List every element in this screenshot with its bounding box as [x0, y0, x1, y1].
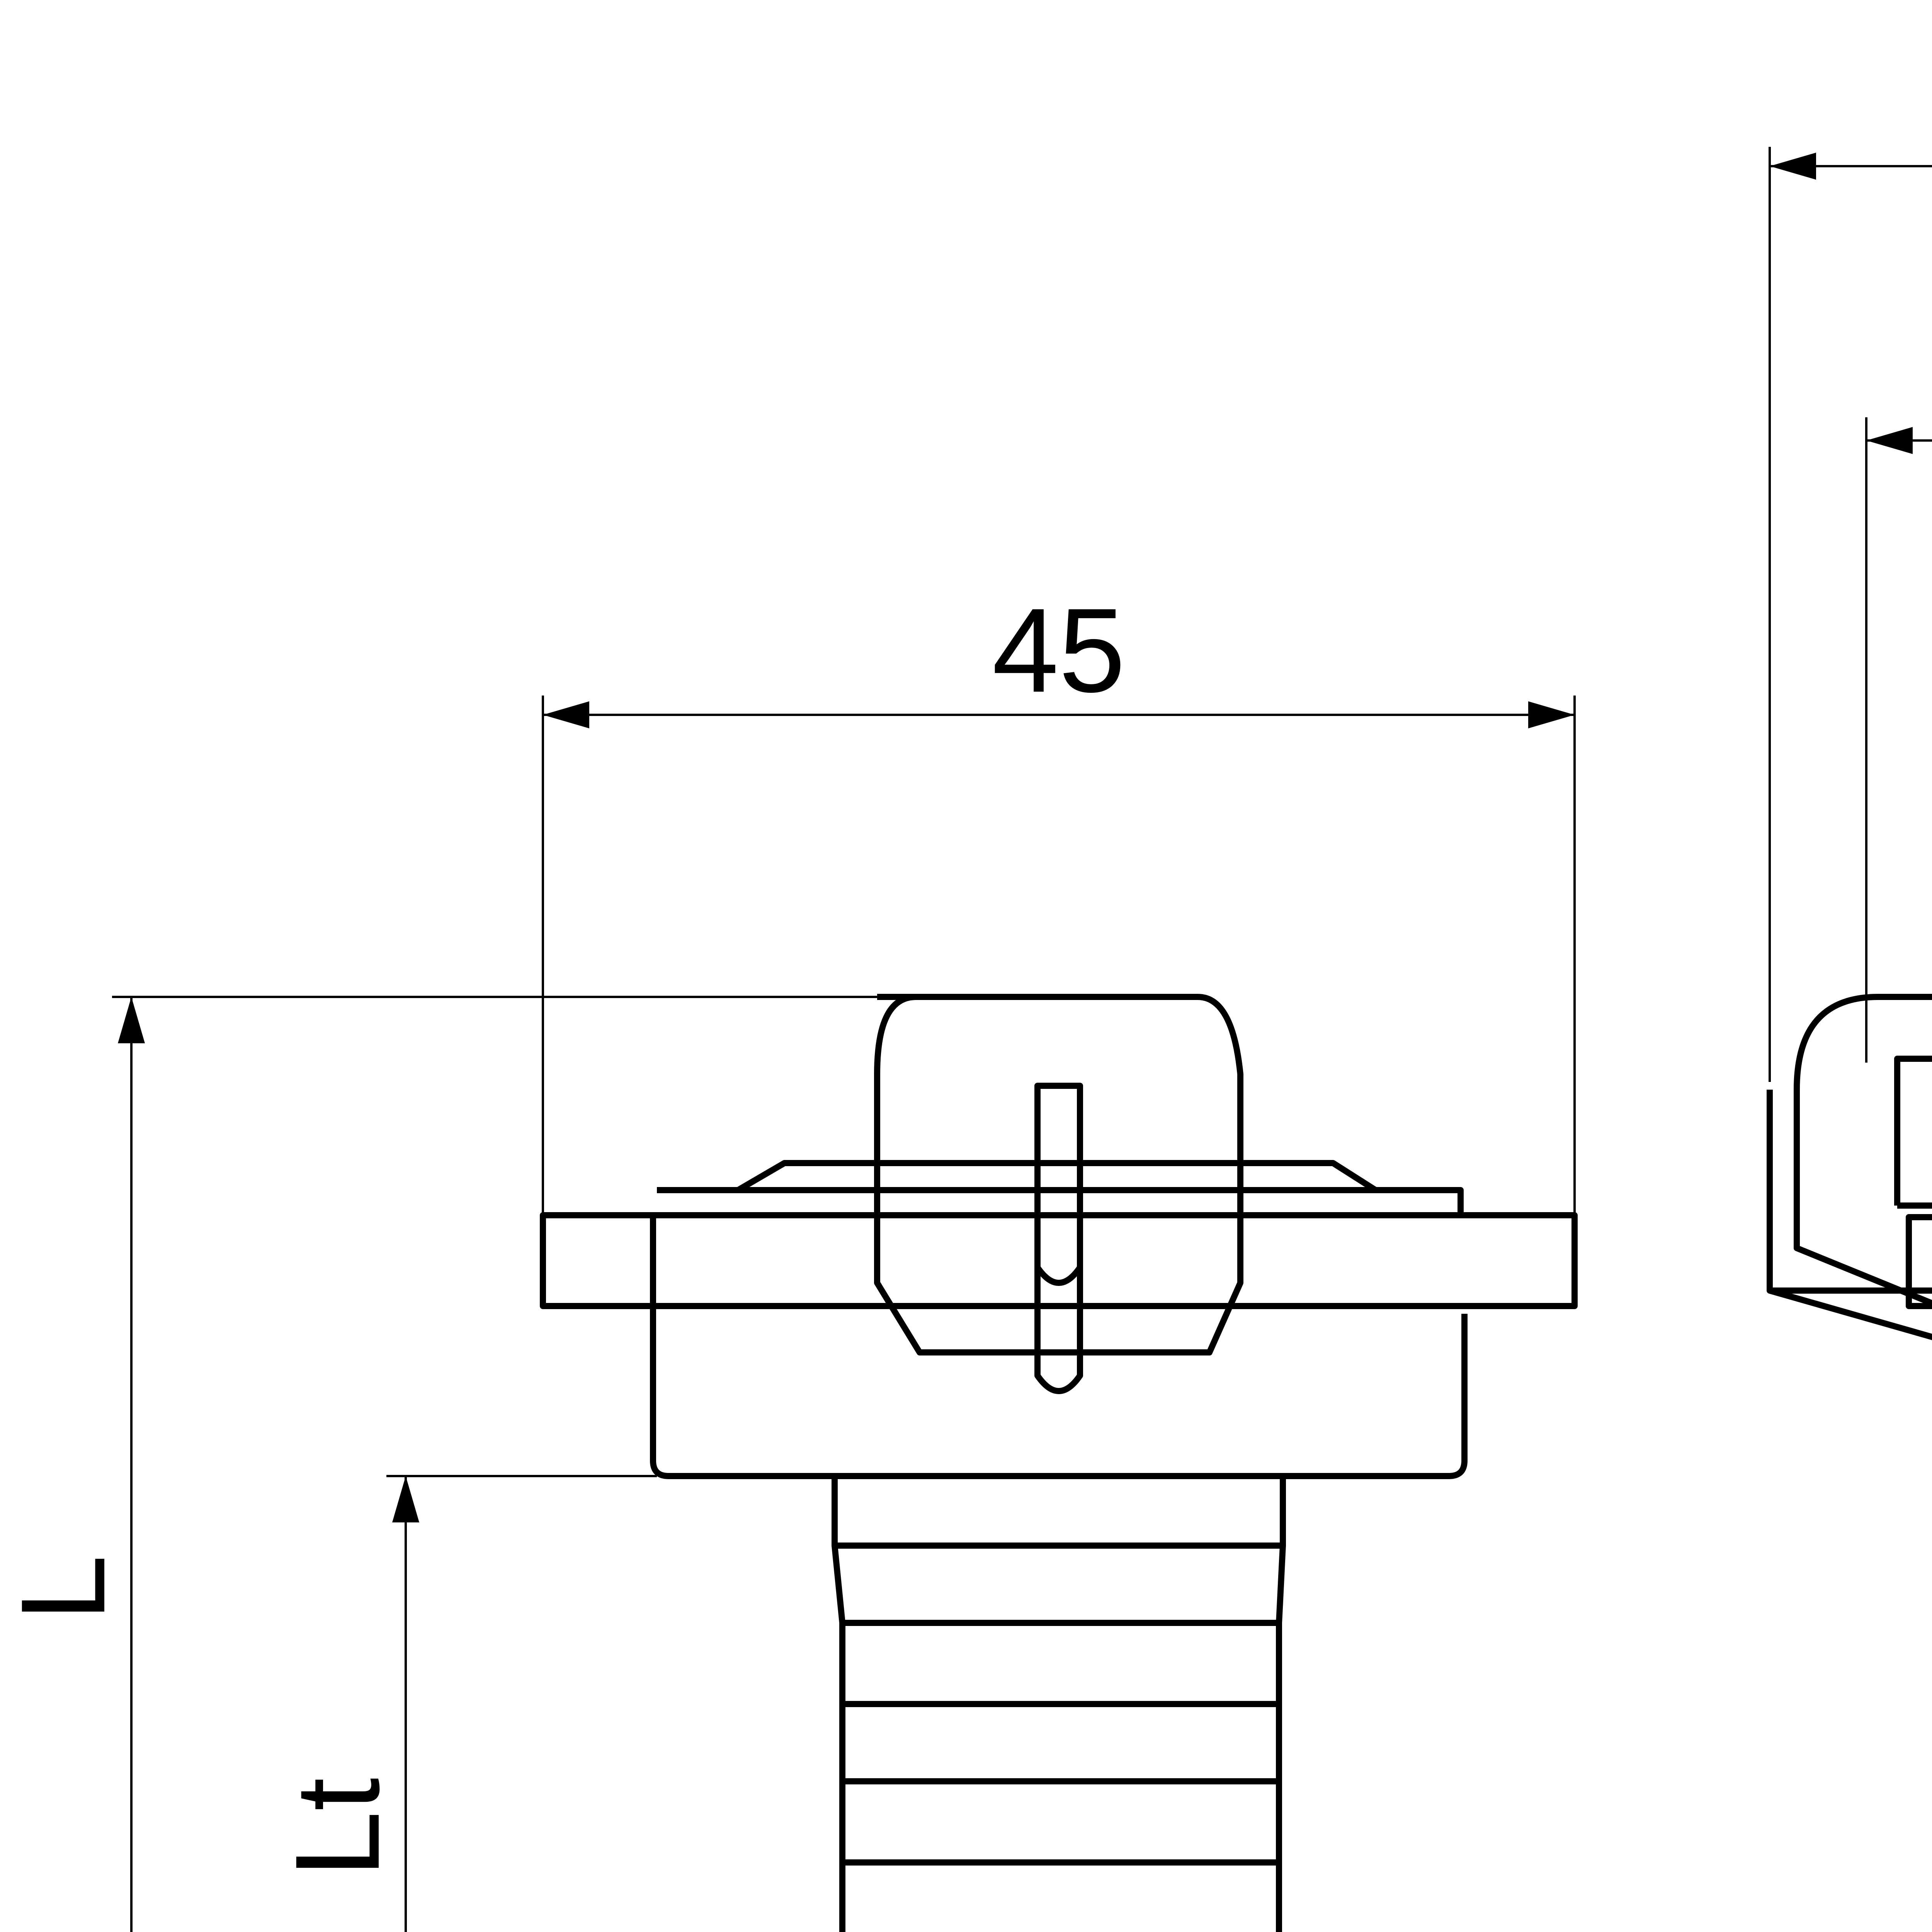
front-view: 54,5 46 40	[1767, 147, 1932, 1340]
dim-width-45: 45	[992, 583, 1126, 717]
dim-length-L: L	[0, 1555, 130, 1621]
dim-length-Lt: Lt	[270, 1777, 404, 1878]
side-view: 45 L Lt d	[0, 583, 1578, 1932]
